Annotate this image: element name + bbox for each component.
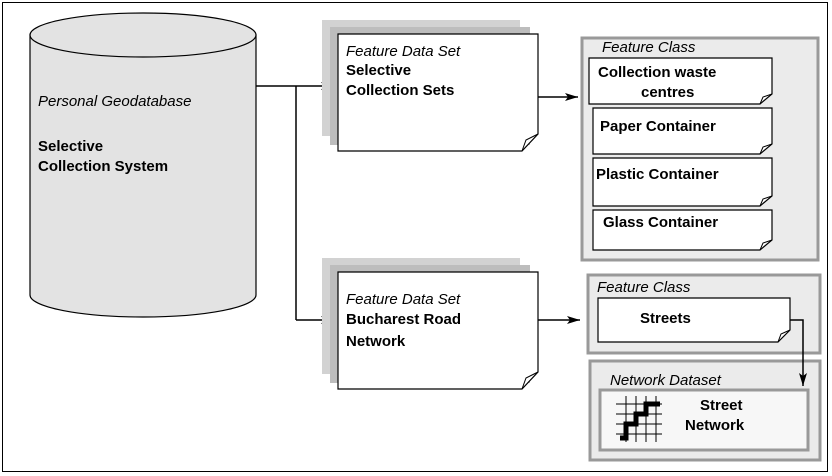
feature-class-plastic-container: Plastic Container [592, 157, 773, 207]
feature-class-group-1: Feature Class Collection waste centres P… [580, 36, 820, 262]
feature-class-2-label: Feature Class [597, 279, 691, 296]
arrow-streets-to-network [790, 319, 807, 386]
dataset-bucharest-road-network: Feature Data Set Bucharest Road Network [322, 258, 539, 390]
fc-item-1-line1: Collection waste [598, 64, 716, 81]
fc-item-2-label: Paper Container [600, 118, 716, 135]
fc-item-4-label: Glass Container [603, 214, 718, 231]
network-dataset-label: Network Dataset [610, 372, 722, 389]
dataset-1-name-line1: Selective [346, 62, 411, 79]
network-dataset-group: Network Dataset Street Network [588, 359, 822, 462]
feature-class-paper-container: Paper Container [592, 107, 773, 155]
fc-item-3-label: Plastic Container [596, 166, 719, 183]
fc-streets-label: Streets [640, 310, 691, 327]
street-network-line1: Street [700, 397, 743, 414]
feature-class-glass-container: Glass Container [592, 209, 773, 251]
fc-item-1-line2: centres [641, 84, 694, 101]
street-network-line2: Network [685, 417, 745, 434]
feature-class-collection-waste-centres: Collection waste centres [588, 57, 773, 105]
dataset-selective-collection-sets: Feature Data Set Selective Collection Se… [322, 20, 539, 152]
geodatabase-name-line2: Collection System [38, 158, 168, 175]
dataset-2-name-line1: Bucharest Road [346, 311, 461, 328]
feature-class-1-label: Feature Class [602, 39, 696, 56]
geodatabase-cylinder: Personal Geodatabase Selective Collectio… [29, 12, 257, 318]
geodatabase-name-line1: Selective [38, 138, 103, 155]
feature-class-streets: Streets [597, 297, 791, 343]
dataset-2-type-label: Feature Data Set [346, 291, 461, 308]
feature-class-group-2: Feature Class Streets [586, 273, 822, 355]
dataset-1-type-label: Feature Data Set [346, 43, 461, 60]
dataset-1-name-line2: Collection Sets [346, 82, 454, 99]
network-grid-icon [616, 396, 662, 442]
geodatabase-type-label: Personal Geodatabase [38, 93, 191, 110]
dataset-2-name-line2: Network [346, 333, 406, 350]
